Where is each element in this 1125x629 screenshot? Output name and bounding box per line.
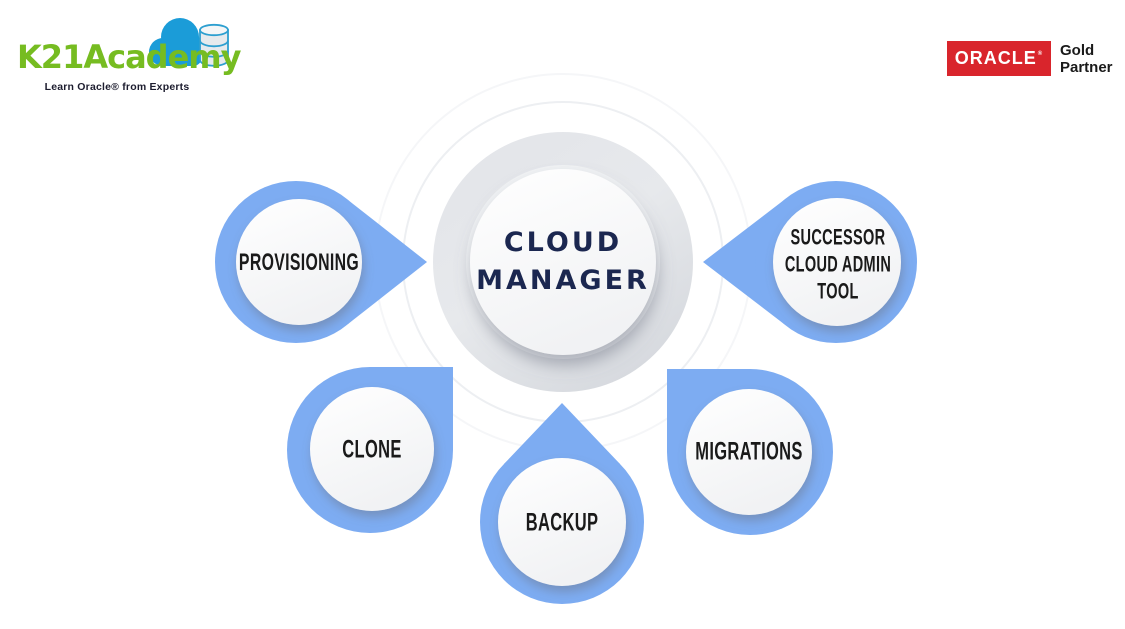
bubble-label-backup: BACKUP <box>525 508 599 537</box>
bubble-label-provisioning: PROVISIONING <box>238 248 360 276</box>
cloud-icon <box>149 18 209 66</box>
oracle-partner-tier: Gold Partner <box>1060 41 1113 76</box>
bubble-label-migrations: MIGRATIONS <box>695 437 803 466</box>
clone-circle <box>310 387 434 511</box>
k21-wordmark: K21Academy <box>17 38 241 76</box>
oracle-gold-partner-badge: ORACLE ® Gold Partner <box>947 41 1113 76</box>
hub-rings <box>374 73 752 451</box>
database-icon <box>199 23 229 67</box>
oracle-tier-line2: Partner <box>1060 59 1113 76</box>
bubble-label-clone: CLONE <box>342 435 402 464</box>
oracle-logo: ORACLE ® <box>947 41 1051 76</box>
provisioning-circle <box>236 199 362 325</box>
k21academy-logo: K21Academy Learn Oracle® from Experts <box>17 8 241 100</box>
oracle-wordmark: ORACLE <box>954 48 1037 68</box>
oracle-tier-line1: Gold <box>1060 42 1095 59</box>
backup-circle <box>498 458 626 586</box>
k21-cloud-database-icon <box>149 18 229 67</box>
bubble-label-successor-cloud-admin-tool: SUCCESSOR CLOUD ADMIN TOOL <box>784 224 892 304</box>
successor-circle <box>773 198 901 326</box>
hub-label: CLOUD MANAGER <box>476 227 650 296</box>
oracle-registered-mark: ® <box>1037 50 1044 57</box>
k21-tagline: Learn Oracle® from Experts <box>44 81 190 93</box>
migrations-circle <box>686 389 812 515</box>
hub-circle <box>470 169 656 355</box>
